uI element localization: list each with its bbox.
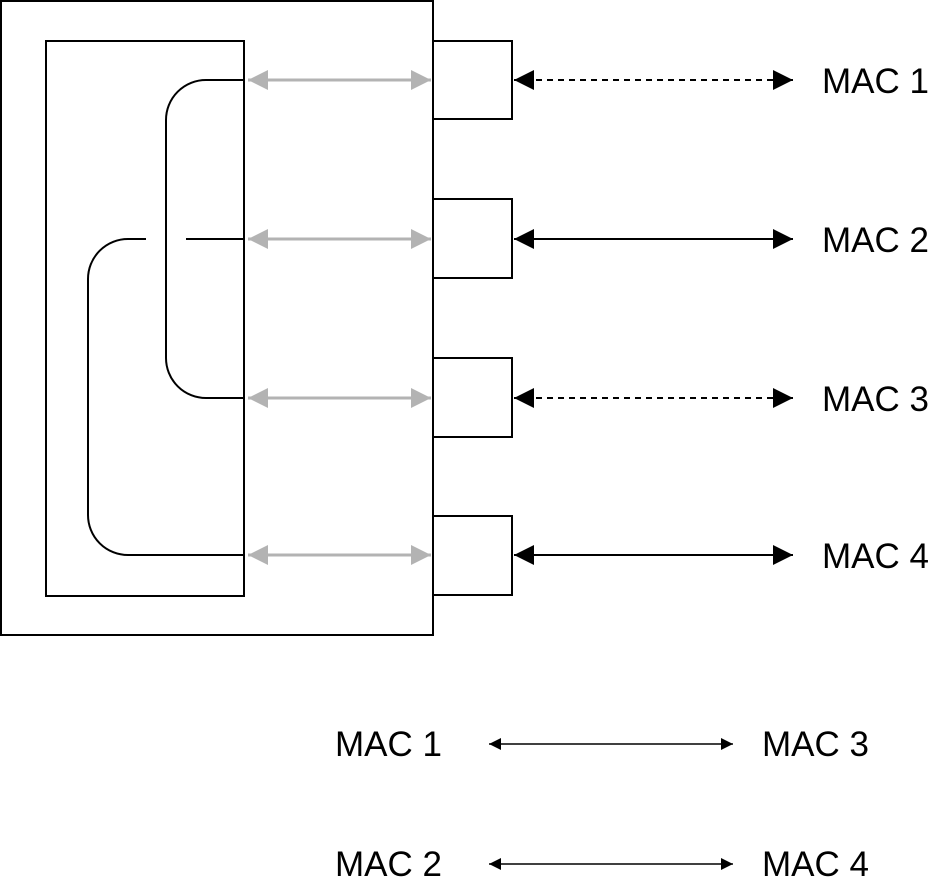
crossconnect-wire-2-4	[87, 238, 244, 556]
switch-fabric-box	[45, 40, 245, 597]
mapping-1-from: MAC 1	[335, 725, 442, 764]
mac-label-1: MAC 1	[822, 62, 929, 101]
port-box-1	[432, 40, 513, 120]
port-box-3	[432, 357, 513, 438]
mac-label-4: MAC 4	[822, 537, 929, 576]
crossconnect-wire-1-3	[165, 79, 244, 399]
mac-label-2: MAC 2	[822, 221, 929, 260]
port-box-2	[432, 198, 513, 279]
mapping-1-to: MAC 3	[762, 725, 869, 764]
mapping-2-to: MAC 4	[762, 845, 869, 880]
mapping-2-from: MAC 2	[335, 845, 442, 880]
mac-label-3: MAC 3	[822, 380, 929, 419]
port-box-4	[432, 515, 513, 596]
